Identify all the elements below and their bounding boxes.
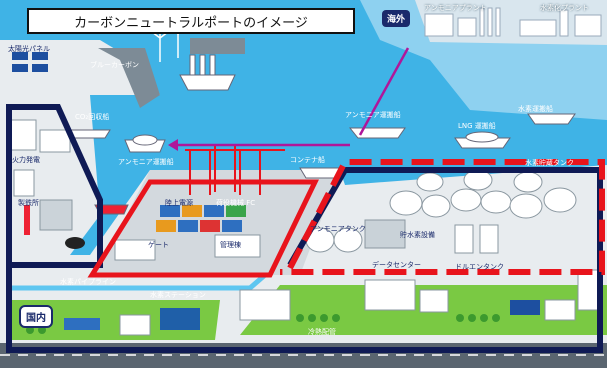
label-ammonia-tank: アンモニアタンク	[310, 225, 366, 233]
breakwater	[98, 48, 160, 108]
label-lng-carrier: LNG 運搬船	[458, 122, 496, 130]
west-buildings	[9, 119, 85, 249]
label-warehouse: 管理棟	[220, 241, 241, 249]
label-ammonia-ship-2: アンモニア運搬船	[345, 111, 401, 119]
container-stacks	[156, 205, 246, 232]
bottom-buildings	[64, 269, 601, 336]
overseas-plant	[424, 7, 602, 37]
label-co2-ship: CO₂回収船	[75, 113, 110, 121]
label-data-center: データセンター	[372, 261, 421, 269]
label-hydrogen-tank: 水素貯蔵タンク	[525, 159, 574, 167]
label-cold-storage: 冷熱配管	[308, 328, 336, 336]
label-container-ship: コンテナ船	[290, 156, 325, 164]
container-terminal-boundary	[87, 179, 319, 278]
admin-building	[214, 234, 261, 258]
label-solar-panel: 太陽光パネル	[8, 45, 50, 53]
label-dry-tank: ドルエンタンク	[455, 263, 504, 271]
label-steel-works: 製鉄所	[18, 199, 39, 207]
label-hydrogen-carrier: 水素運搬船	[518, 105, 553, 113]
label-hydrogen-plant: 水素化プラント	[540, 4, 589, 12]
label-container-yard: 荷役機械 FC	[216, 199, 256, 207]
label-shore-power: 陸上電源	[165, 199, 193, 207]
pier	[190, 38, 245, 54]
label-gate: ゲート	[148, 241, 169, 249]
trees	[26, 314, 500, 334]
overseas-badge: 海外	[382, 10, 411, 27]
label-thermal-power: 火力発電	[12, 156, 40, 164]
label-ammonia-carrier: アンモニア運搬船	[118, 158, 174, 166]
ships	[67, 54, 576, 215]
import-arrow	[168, 47, 410, 151]
label-h2-station: 水素ステーション	[150, 291, 206, 299]
solar-panels	[12, 52, 48, 72]
energy-terminal-boundary	[280, 159, 605, 275]
page-title: カーボンニュートラルポートのイメージ	[27, 8, 355, 34]
gate-building	[114, 239, 156, 261]
label-blue-carbon: ブルーカーボン	[90, 61, 139, 69]
label-pipeline: 水素パイプライン	[60, 278, 116, 286]
label-ammonia-plant: アンモニアプラント	[424, 4, 487, 12]
west-boundary	[6, 104, 103, 268]
label-hydrogen-storage: 貯水素設備	[400, 231, 435, 239]
domestic-badge: 国内	[19, 305, 53, 328]
